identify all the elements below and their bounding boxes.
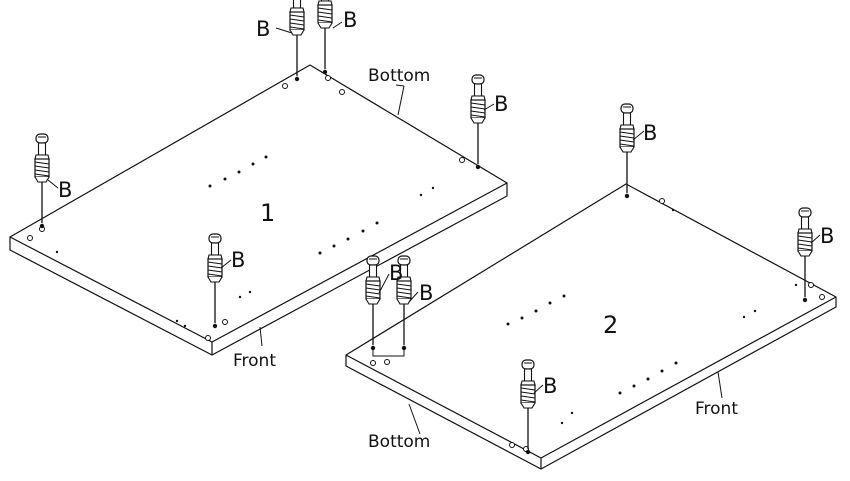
label-b: B xyxy=(543,374,557,398)
panel-2: B B B B B Bottom Front 2 xyxy=(345,103,837,470)
panel-2-front-label: Front xyxy=(695,399,738,419)
label-b: B xyxy=(256,17,270,41)
label-b: B xyxy=(58,178,72,202)
label-b: B xyxy=(389,261,403,285)
panel-2-bottom-label: Bottom xyxy=(368,432,430,452)
panel-1-front-label: Front xyxy=(233,351,276,371)
label-b: B xyxy=(643,121,657,145)
panel-2-holes xyxy=(370,198,825,452)
label-b: B xyxy=(820,224,834,248)
panel-2-number: 2 xyxy=(603,311,618,339)
label-b: B xyxy=(419,281,433,305)
panel-1-outline xyxy=(9,64,508,356)
panel-1-bottom-label: Bottom xyxy=(368,66,430,86)
label-b: B xyxy=(494,92,508,116)
panel-2-outline xyxy=(345,183,837,470)
panel-1-number: 1 xyxy=(260,199,275,227)
panel-1: B B B B B Bottom Front 1 xyxy=(9,0,508,371)
label-b: B xyxy=(343,8,357,32)
label-b: B xyxy=(231,248,245,272)
